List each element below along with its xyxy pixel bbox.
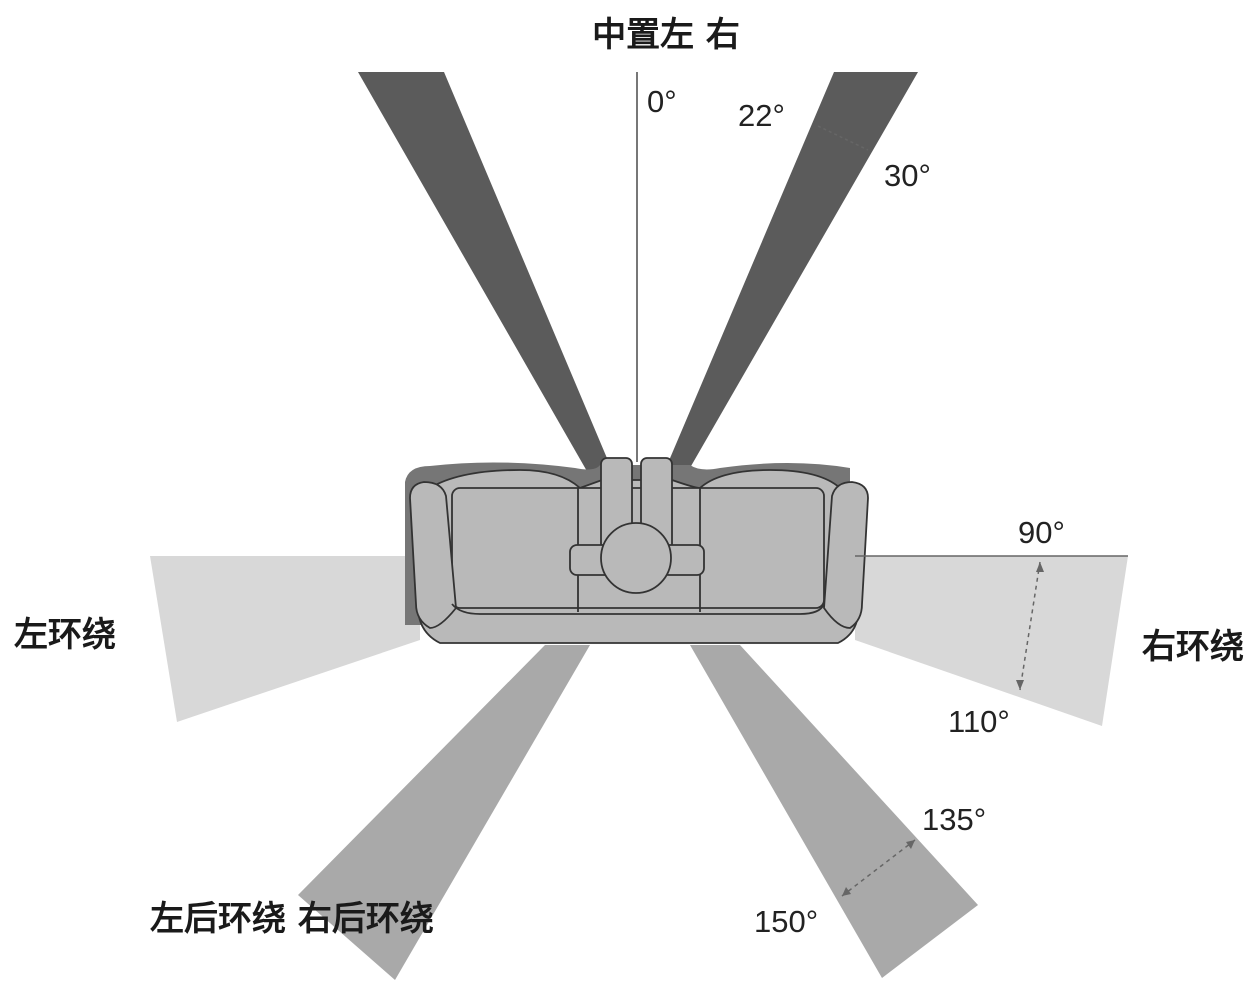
angle-label-90: 90° bbox=[1018, 515, 1065, 550]
front-right-beam bbox=[665, 72, 918, 480]
angle-label-110: 110° bbox=[948, 704, 1010, 739]
top-channel-label: 中置左 右 bbox=[592, 15, 740, 55]
side-angle-marker bbox=[1019, 561, 1041, 691]
right-surround-label: 右环绕 bbox=[1142, 627, 1244, 667]
front-left-beam bbox=[358, 72, 612, 480]
angle-label-22: 22° bbox=[738, 98, 785, 133]
right-rear-surround-beam bbox=[690, 645, 978, 978]
listener bbox=[569, 457, 705, 594]
angle-label-135: 135° bbox=[922, 802, 986, 837]
sofa-base bbox=[417, 605, 860, 644]
right-surround-beam bbox=[855, 556, 1128, 726]
angle-indicators bbox=[817, 125, 1044, 897]
sofa-right-arm bbox=[823, 481, 869, 629]
left-surround-beam bbox=[150, 556, 420, 722]
rear-surround-label: 左后环绕 右后环绕 bbox=[150, 899, 434, 939]
angle-label-150: 150° bbox=[754, 904, 818, 939]
angle-label-30: 30° bbox=[884, 158, 931, 193]
left-surround-label: 左环绕 bbox=[14, 615, 116, 655]
listener-head bbox=[600, 522, 672, 594]
angle-label-0: 0° bbox=[647, 84, 677, 119]
left-rear-surround-beam bbox=[298, 645, 590, 980]
